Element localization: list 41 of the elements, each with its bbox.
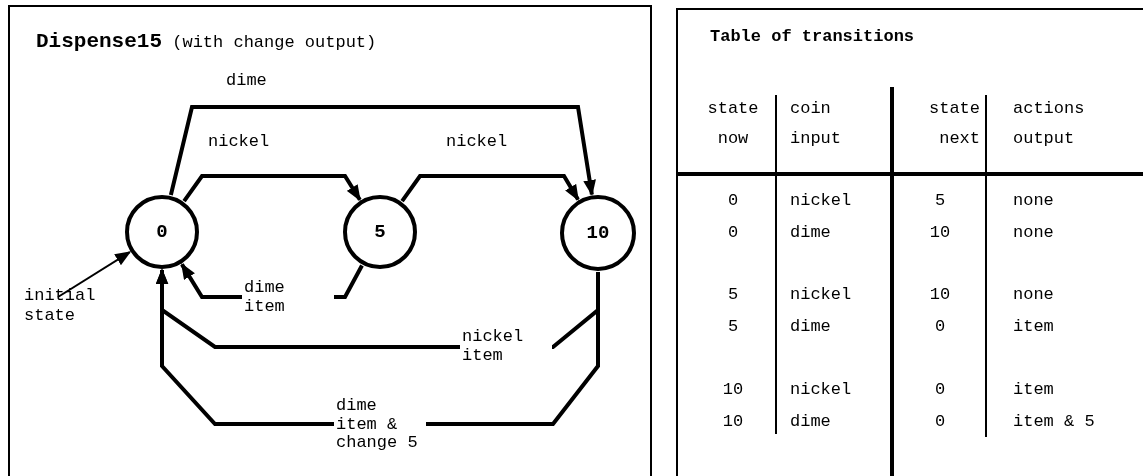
transition-arrow [168, 105, 596, 197]
cell-value: item & 5 [1013, 412, 1096, 432]
cell-value: dime [790, 412, 832, 432]
edge-label: dime [226, 72, 268, 91]
cell-value: nickel [790, 191, 853, 211]
cell-value: item [1013, 380, 1055, 400]
diagram-title: Dispense15 (with change output) [36, 30, 377, 55]
cell-value: dime [790, 317, 832, 337]
cell-value: none [1013, 223, 1055, 243]
cell-value: 5 [726, 317, 740, 337]
table-title: Table of transitions [710, 27, 915, 47]
cell-value: 0 [933, 380, 947, 400]
cell-value: dime [790, 223, 832, 243]
cell-value: 10 [928, 285, 952, 305]
cell-value: 10 [721, 412, 745, 432]
state-note: initial state [24, 286, 106, 326]
cell-value: item [1013, 317, 1055, 337]
cell-value: 0 [933, 412, 947, 432]
cell-value: 0 [726, 223, 740, 243]
cell-value: 0 [933, 317, 947, 337]
edge-label: nickel [208, 133, 271, 152]
cell-value: nickel [790, 285, 853, 305]
column-header: actions output [1013, 98, 1086, 150]
state-circle: 0 [125, 195, 199, 269]
cell-value: 0 [726, 191, 740, 211]
column-header: coin input [790, 98, 842, 150]
cell-value: 10 [928, 223, 952, 243]
cell-value: none [1013, 191, 1055, 211]
cell-value: 5 [726, 285, 740, 305]
edge-label: nickel [446, 133, 509, 152]
transition-arrow [400, 174, 580, 203]
transition-arrow [57, 251, 132, 298]
cell-value: 10 [721, 380, 745, 400]
state-circle: 5 [343, 195, 417, 269]
column-header: state now [706, 98, 760, 150]
cell-value: 5 [933, 191, 947, 211]
state-circle: 10 [560, 195, 636, 271]
transition-arrow [182, 174, 362, 203]
cell-value: none [1013, 285, 1055, 305]
column-header: state next [928, 98, 980, 150]
cell-value: nickel [790, 380, 853, 400]
